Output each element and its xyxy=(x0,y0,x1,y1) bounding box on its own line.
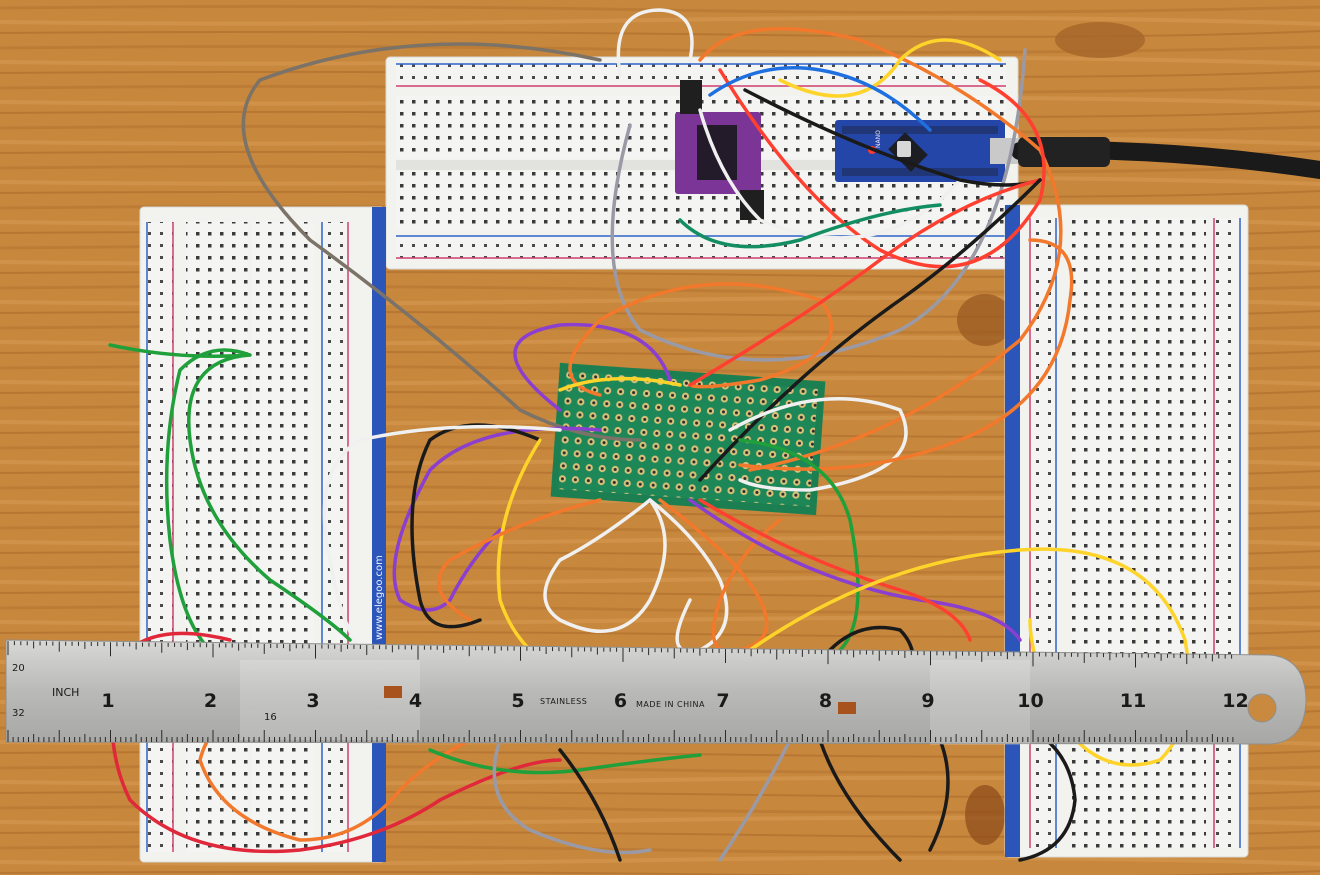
ruler-inch-number: 12 xyxy=(1222,690,1248,712)
ruler-side-top: 20 xyxy=(12,663,25,674)
wood-knot xyxy=(957,294,1013,346)
ruler-inch-number: 6 xyxy=(614,690,627,712)
wood-knot xyxy=(1055,22,1145,58)
breadboard-brand-left: www.elegoo.com xyxy=(374,555,385,640)
ruler-made-in-text: MADE IN CHINA xyxy=(636,700,705,709)
ruler-ticks-top xyxy=(7,641,1233,668)
ruler-side-bottom: 32 xyxy=(12,708,25,719)
ruler-inch-number: 11 xyxy=(1120,690,1146,712)
ruler-inch-number: 9 xyxy=(921,690,934,712)
ruler-inch-number: 2 xyxy=(204,690,217,712)
perfboard xyxy=(550,362,826,516)
arduino-nano: NANO xyxy=(835,120,1020,182)
ruler-mark-16: 16 xyxy=(264,712,277,723)
ruler-inch-number: 4 xyxy=(409,690,422,712)
ruler-inch-number: 10 xyxy=(1017,690,1043,712)
ruler-hang-hole xyxy=(1247,693,1277,723)
ruler-inch-number: 8 xyxy=(819,690,832,712)
ruler-unit-label: INCH xyxy=(52,686,79,699)
ruler-inch-number: 3 xyxy=(306,690,319,712)
strain-gauge xyxy=(384,686,402,698)
strain-gauge xyxy=(838,702,856,714)
ruler-inch-number: 5 xyxy=(511,690,524,712)
ruler-ticks-bottom xyxy=(7,730,1234,742)
arduino-label: NANO xyxy=(875,130,882,148)
breadboard-left: www.elegoo.com xyxy=(139,206,386,863)
ruler-stainless-text: STAINLESS xyxy=(540,697,587,706)
breadboard-right xyxy=(1004,204,1249,858)
wood-knot xyxy=(965,785,1005,845)
ruler-inch-number: 7 xyxy=(716,690,729,712)
ruler-inch-number: 1 xyxy=(101,690,114,712)
